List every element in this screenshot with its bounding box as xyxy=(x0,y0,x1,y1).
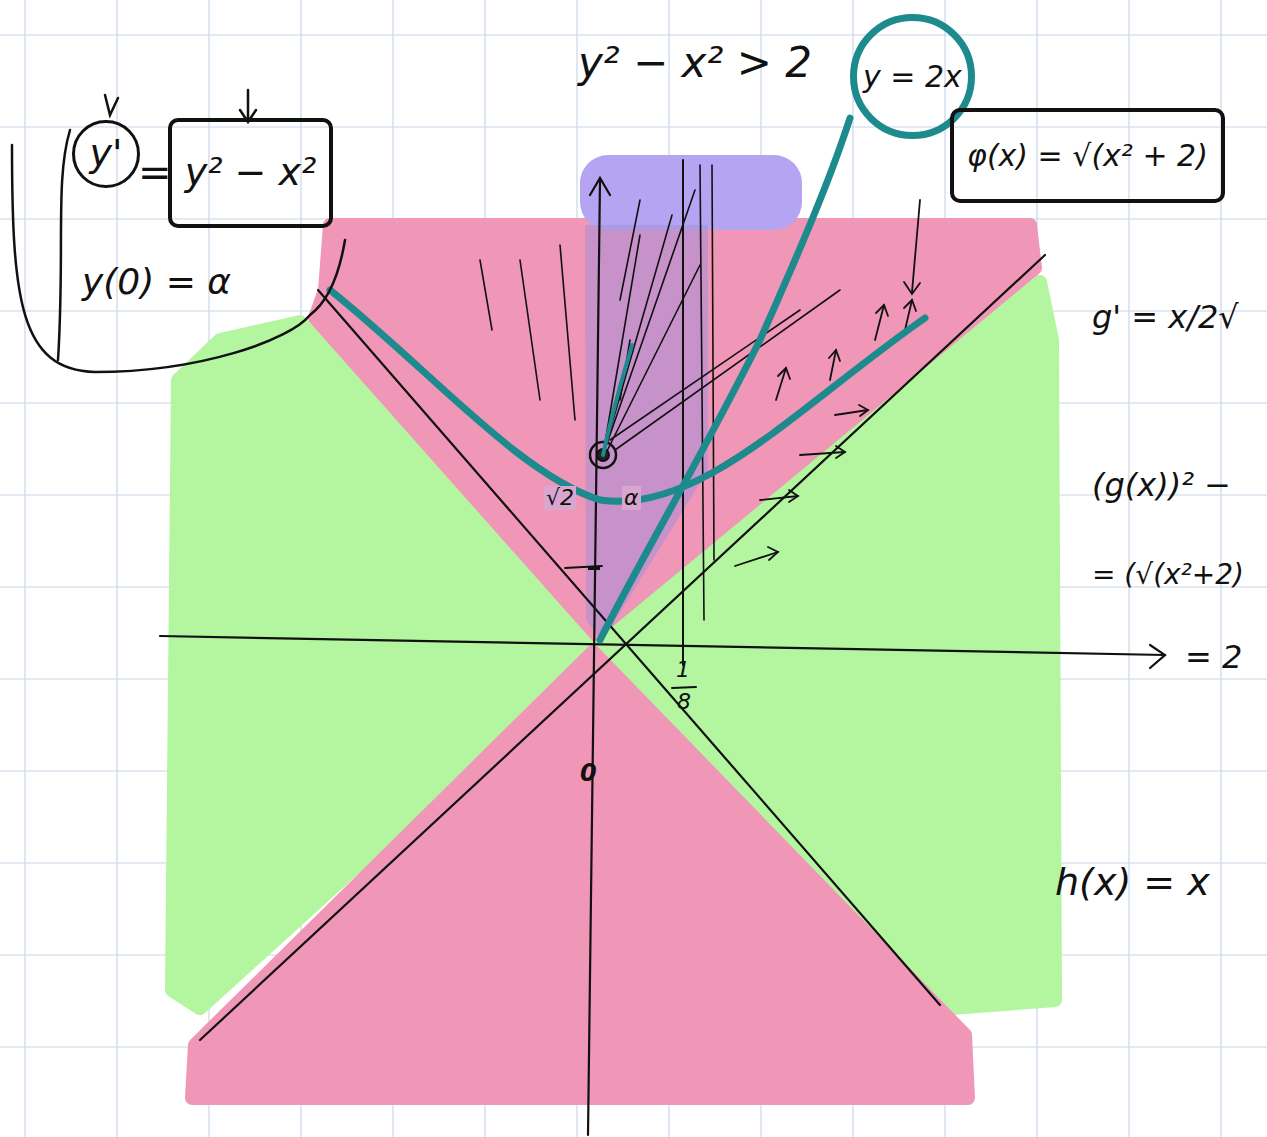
x-axis-arrow xyxy=(1150,645,1165,668)
math-label: 0 xyxy=(580,760,597,786)
direction-arrows xyxy=(565,200,920,568)
fraction-bar xyxy=(672,687,696,688)
hatch xyxy=(603,190,695,455)
hatch xyxy=(615,290,840,450)
math-label: = xyxy=(138,150,172,194)
purple-region-top xyxy=(580,155,802,230)
node-text-group: y' xyxy=(89,133,122,175)
node-text-group: φ(x) = √(x² + 2) xyxy=(967,139,1208,172)
hatch xyxy=(712,165,714,560)
math-label: y² − x² > 2 xyxy=(578,40,812,86)
math-label: = (√(x²+2) xyxy=(1092,560,1244,591)
short-curve xyxy=(603,345,632,455)
vertical-line xyxy=(682,160,684,665)
teal-curves xyxy=(330,118,925,640)
hatch xyxy=(605,265,700,455)
formula-text: y² − x² xyxy=(185,152,316,194)
math-label: g' = x/2√ xyxy=(1092,300,1239,335)
formula-text: y = 2x xyxy=(863,60,962,93)
math-label: = 2 xyxy=(1185,640,1242,675)
system-brace xyxy=(12,90,345,372)
math-label: (g(x))² − xyxy=(1092,468,1231,503)
math-label: h(x) = x xyxy=(1055,862,1210,904)
hatching xyxy=(480,165,840,620)
axes xyxy=(160,160,1165,1135)
hatch xyxy=(603,215,672,455)
math-label: α xyxy=(622,486,641,510)
y-axis-arrow xyxy=(590,178,610,195)
formula-text: φ(x) = √(x² + 2) xyxy=(967,139,1208,172)
circled-term: y = 2x xyxy=(850,14,975,139)
pink-region-bottom xyxy=(192,652,968,1098)
hatch xyxy=(520,260,540,400)
enclosure xyxy=(12,145,345,372)
math-label: 8 xyxy=(677,690,691,714)
hatch xyxy=(560,245,575,420)
purple-region xyxy=(585,225,708,642)
solution-curve xyxy=(330,290,925,501)
marker-arrow xyxy=(105,95,118,115)
formula-text: y' xyxy=(89,133,122,175)
circled-term: y' xyxy=(72,120,140,188)
line-y-equals-minus-x xyxy=(318,290,940,1005)
line-y-equals-x xyxy=(200,255,1045,1040)
hatch xyxy=(610,310,800,440)
brace-line xyxy=(58,130,70,360)
node-text-group: y = 2x xyxy=(863,60,962,93)
math-label: y(0) = α xyxy=(82,262,231,302)
hatch xyxy=(480,260,492,330)
x-axis xyxy=(160,636,1165,655)
hatch xyxy=(620,200,640,300)
line-y-2x xyxy=(600,118,850,640)
math-label: 1 xyxy=(676,658,690,682)
boxed-formula: y² − x² xyxy=(168,118,333,228)
math-label: √2 xyxy=(544,486,576,510)
hatch xyxy=(700,165,704,620)
boxed-formula: φ(x) = √(x² + 2) xyxy=(950,108,1225,203)
y-axis xyxy=(588,180,600,1135)
regions xyxy=(172,155,1055,1098)
node-text-group: y² − x² xyxy=(185,152,316,194)
point-marker xyxy=(588,442,616,568)
